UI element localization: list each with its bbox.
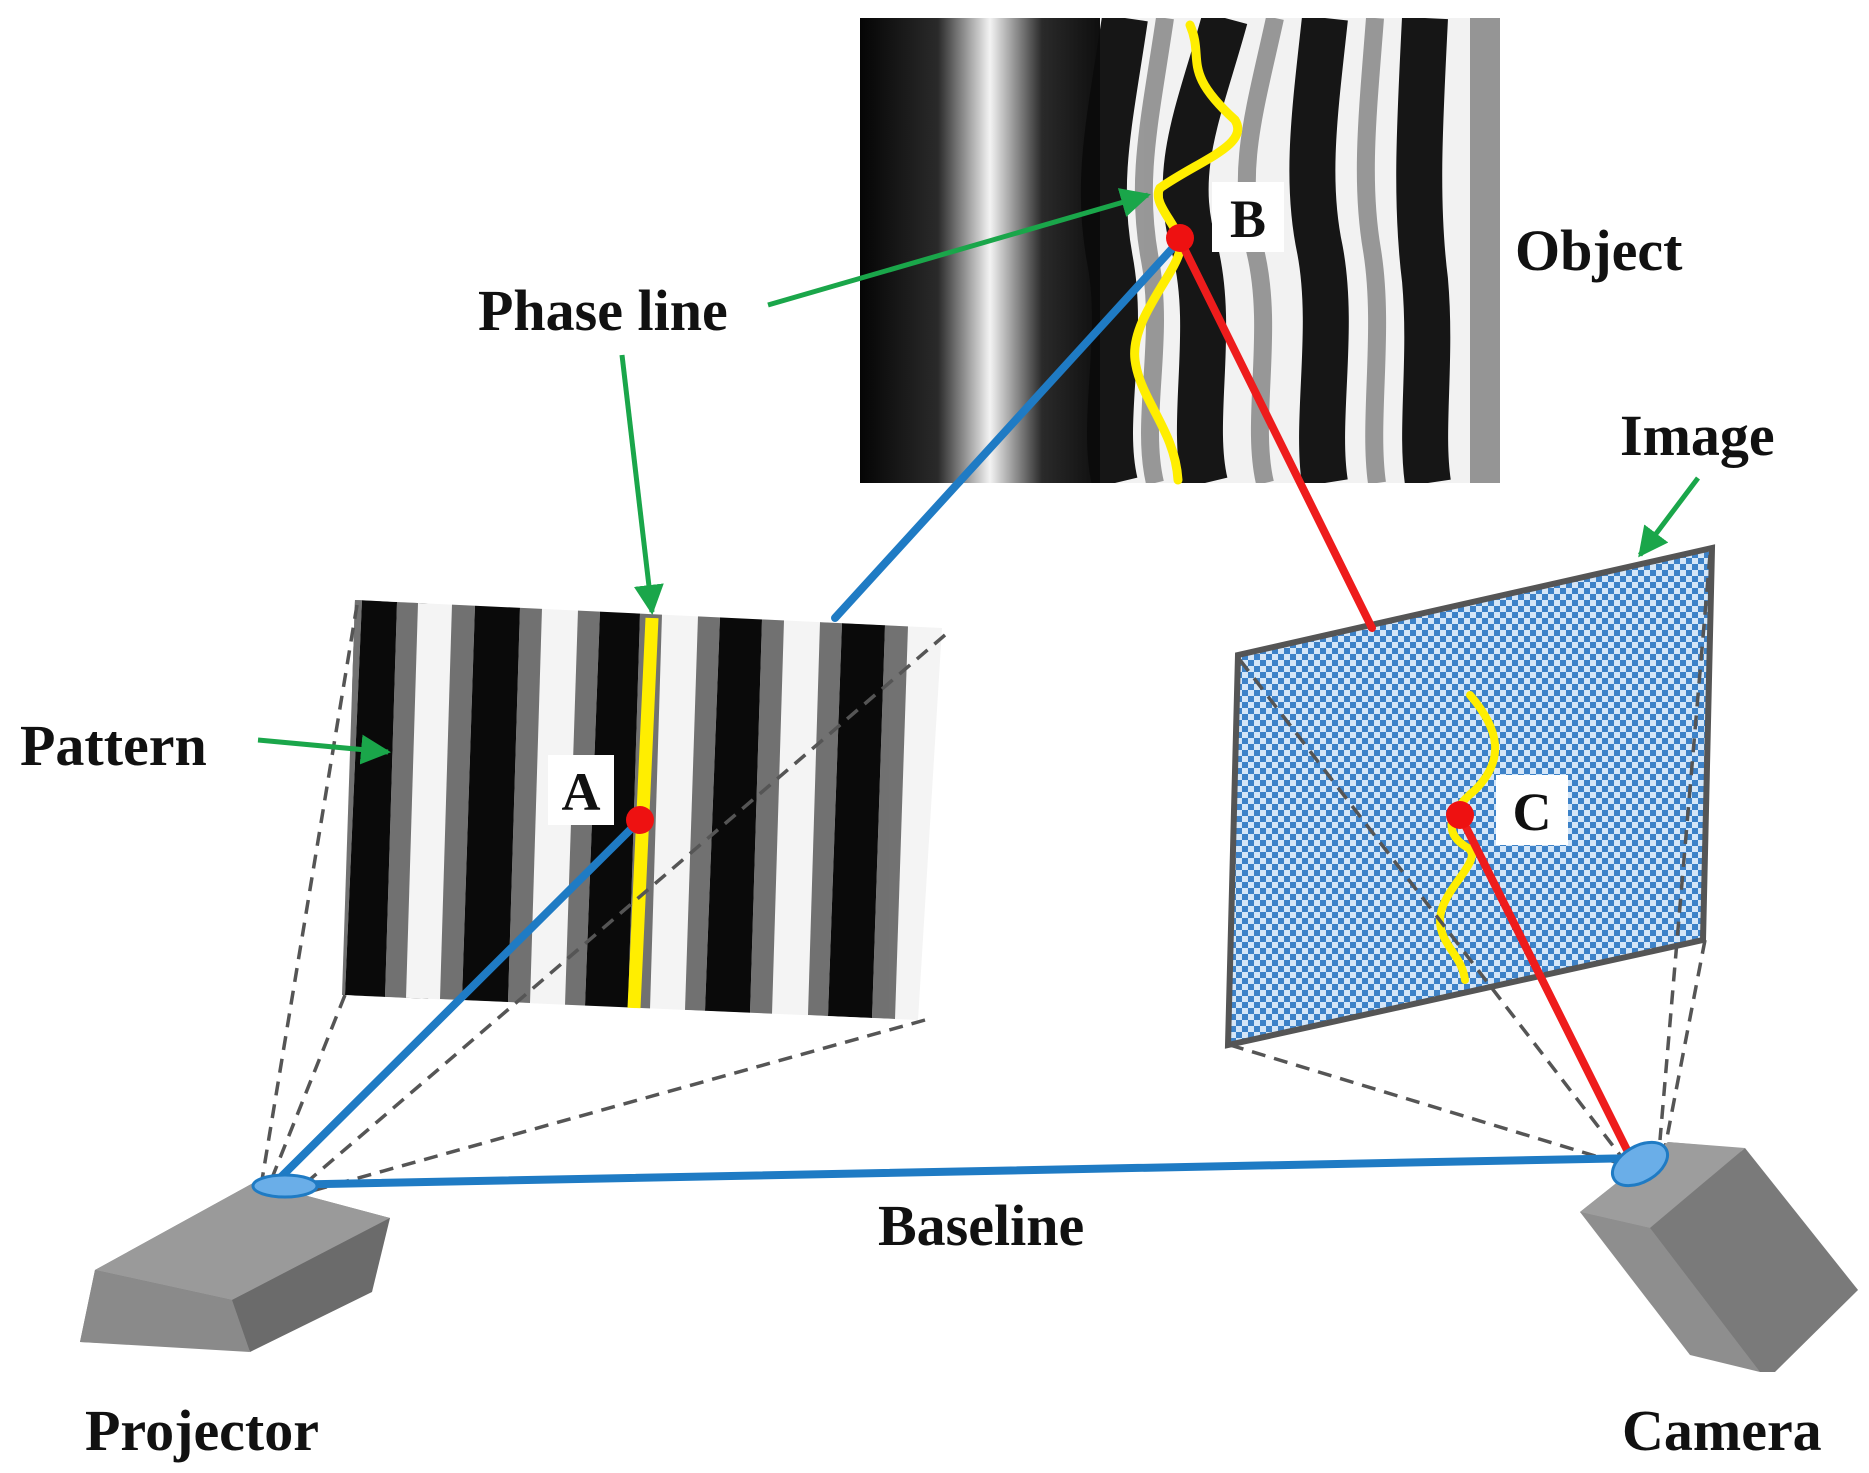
baseline-line xyxy=(271,1154,1644,1189)
point-c-label: C xyxy=(1513,782,1552,842)
object-phase-line xyxy=(1130,20,1242,485)
phase-line-label: Phase line xyxy=(478,278,728,343)
projector-label: Projector xyxy=(85,1398,319,1463)
camera-lens xyxy=(1611,1140,1669,1188)
pattern-label: Pattern xyxy=(20,713,207,778)
projector-device xyxy=(80,1173,390,1352)
arrow-phase-line-to-pattern xyxy=(619,354,664,615)
point-c-box xyxy=(1496,775,1568,845)
arrow-phase-line-to-object xyxy=(767,188,1151,308)
arrow-image xyxy=(1638,476,1700,558)
camera-label: Camera xyxy=(1622,1398,1822,1463)
baseline-label: Baseline xyxy=(878,1193,1084,1258)
object-label: Object xyxy=(1515,218,1683,283)
point-b-marker xyxy=(1166,224,1194,252)
pointer-arrows xyxy=(257,188,1700,765)
dashed-frustum-lines xyxy=(260,554,1712,1194)
point-a-marker xyxy=(626,806,654,834)
camera-device xyxy=(1580,1140,1858,1372)
camera-rays xyxy=(1176,236,1632,1156)
image-phase-line xyxy=(1435,691,1500,984)
point-a-label: A xyxy=(562,762,601,822)
image-label: Image xyxy=(1620,403,1775,468)
projector-rays xyxy=(271,236,1644,1189)
point-b-box xyxy=(1212,182,1284,252)
point-c-marker xyxy=(1446,801,1474,829)
point-b-label: B xyxy=(1230,189,1266,249)
object-fringe-panel xyxy=(860,18,1500,483)
arrow-pattern xyxy=(257,734,391,765)
projector-lens xyxy=(251,1173,319,1199)
point-a-box xyxy=(548,755,614,825)
